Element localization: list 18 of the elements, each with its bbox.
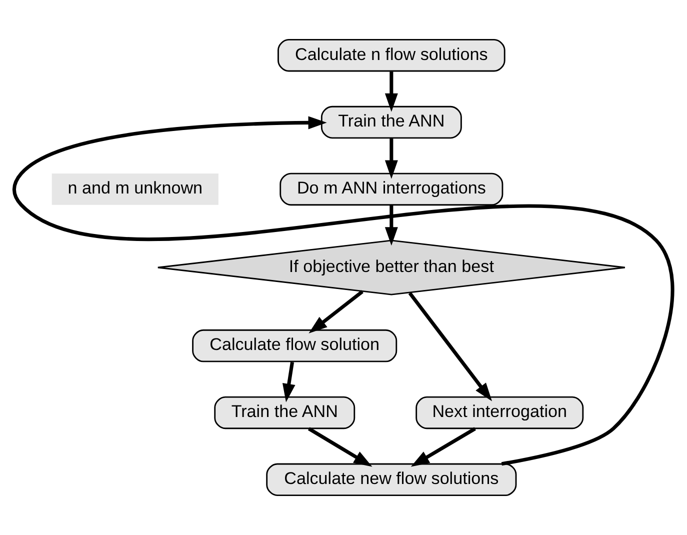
node-box: Calculate flow solution <box>192 329 398 362</box>
arrow <box>384 205 398 246</box>
arrow <box>384 72 398 112</box>
arrow <box>282 362 296 402</box>
arrow <box>408 292 492 402</box>
node-box: Train the ANN <box>320 106 462 139</box>
arrow <box>308 290 364 334</box>
node-box: Calculate new flow solutions <box>266 463 517 496</box>
arrow <box>12 116 674 466</box>
arrow <box>410 427 476 467</box>
node-box: Calculate n flow solutions <box>278 38 506 72</box>
node-box: Train the ANN <box>214 396 356 430</box>
arrow <box>308 427 372 467</box>
node-diamond: If objective better than best <box>157 240 626 296</box>
label: n and m unknown <box>68 178 203 198</box>
node-box: Do m ANN interrogations <box>280 172 504 206</box>
node-box: Next interrogation <box>416 396 584 430</box>
arrow <box>384 138 398 179</box>
